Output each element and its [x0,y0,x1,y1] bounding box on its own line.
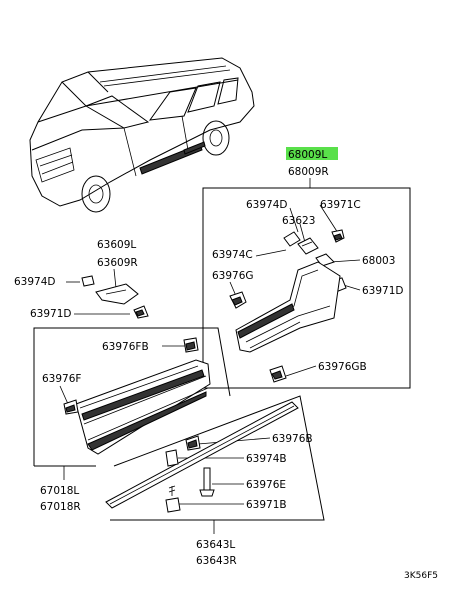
strip-63643-part [105,401,299,513]
label-63609L[interactable]: 63609L [97,239,136,251]
leaders-67018 [59,345,186,405]
group-box-68009 [202,187,411,389]
label-63971C[interactable]: 63971C [320,199,361,211]
label-68003[interactable]: 68003 [362,255,395,267]
label-67018R[interactable]: 67018R [40,501,81,513]
leaders-63609 [66,268,130,315]
vehicle-illustration [29,57,255,213]
label-63974C[interactable]: 63974C [212,249,253,261]
moulding-67018-part [63,337,211,455]
label-63974B[interactable]: 63974B [246,453,287,465]
label-63623[interactable]: 63623 [282,215,315,227]
label-63609R[interactable]: 63609R [97,257,138,269]
label-68009R[interactable]: 68009R [288,166,329,178]
label-63976B[interactable]: 63976B [272,433,313,445]
label-63976F[interactable]: 63976F [42,373,81,385]
highlight-68009L [286,147,338,160]
group-box-63643 [110,395,325,521]
diagram-code: 3K56F5 [404,571,438,581]
label-67018L[interactable]: 67018L [40,485,79,497]
label-63971D-right[interactable]: 63971D [362,285,404,297]
label-63976GB[interactable]: 63976GB [318,361,367,373]
label-63976E[interactable]: 63976E [246,479,286,491]
label-63643R[interactable]: 63643R [196,555,237,567]
label-63974D-left[interactable]: 63974D [14,276,56,288]
label-63971D-left[interactable]: 63971D [30,308,72,320]
label-68009L[interactable]: 68009L [288,149,327,161]
group-box-67018 [33,327,231,466]
leaders-68009 [229,204,361,377]
label-63971B[interactable]: 63971B [246,499,287,511]
bracket-63609-part [81,275,149,319]
label-63976FB[interactable]: 63976FB [102,341,149,353]
label-63643L[interactable]: 63643L [196,539,235,551]
label-63974D-top[interactable]: 63974D [246,199,288,211]
flare-68009-part [235,261,341,353]
label-63976G[interactable]: 63976G [212,270,254,282]
